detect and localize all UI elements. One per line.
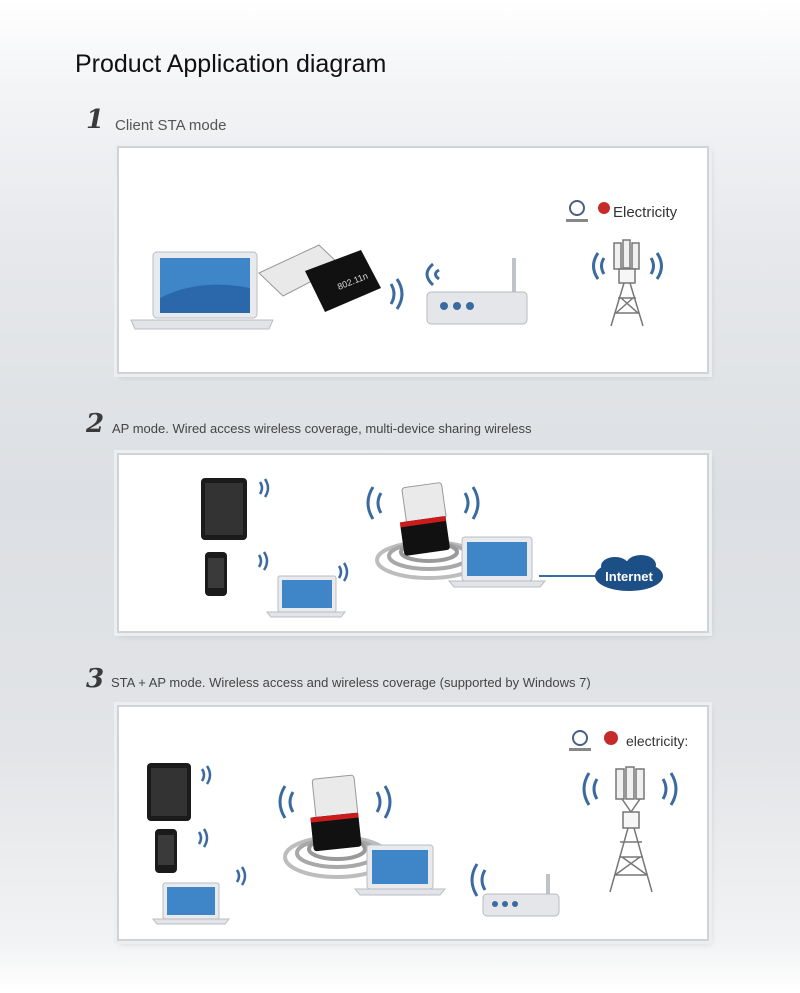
cell-tower-icon [609,766,653,893]
step-1-number: 1 [86,105,105,135]
router-wifi-icon [470,863,487,897]
step-2-number: 2 [86,409,105,439]
adapter-wifi-icon [366,486,480,520]
step-2-caption: AP mode. Wired access wireless coverage,… [112,421,532,436]
ap-mode-diagram: Internet [117,453,709,633]
router-icon [482,874,560,917]
carrier-logos [566,200,610,222]
small-laptop-icon [265,575,347,618]
sta-mode-diagram: 802.11n Electricity [117,146,709,374]
small-laptop-icon [151,882,231,925]
electricity-label: electricity: [626,733,689,749]
tower-signal-icon [582,772,678,806]
usb-adapter-icon [399,482,450,556]
smartphone-icon [155,829,177,873]
tablet-icon [201,478,247,540]
laptop-icon [447,536,547,588]
wifi-signal-icon [389,262,440,310]
router-icon [426,258,528,325]
laptop-icon [353,844,447,896]
tablet-icon [147,763,191,821]
cell-tower-icon [610,239,644,327]
client-signal-icons [197,765,247,886]
sta-ap-mode-diagram: electricity: [117,705,709,941]
internet-label: Internet [605,569,653,584]
step-1-caption: Client STA mode [115,117,227,134]
usb-adapter-icon: 802.11n [258,244,381,312]
laptop-icon [130,251,274,330]
adapter-wifi-icon [278,785,392,819]
tower-signal-icon [592,252,663,280]
electricity-label: Electricity [613,204,678,221]
client-signal-icons [257,478,349,582]
step-3-number: 3 [86,664,105,694]
usb-adapter-icon [310,774,362,852]
carrier-logos [569,730,618,751]
page-title: Product Application diagram [75,50,387,78]
smartphone-icon [205,552,227,596]
internet-cloud-icon [595,555,663,591]
step-3-caption: STA + AP mode. Wireless access and wirel… [111,675,591,690]
